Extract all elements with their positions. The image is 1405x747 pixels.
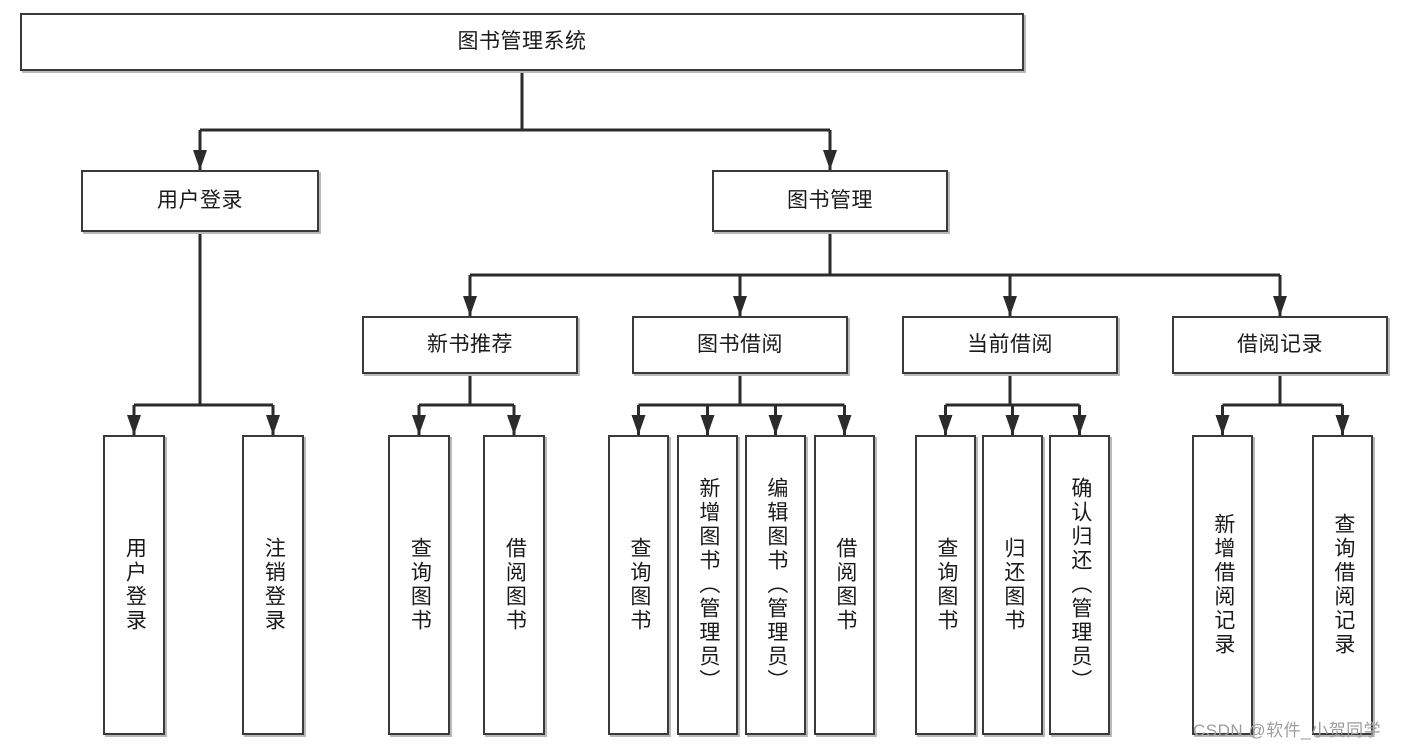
node-label: 归还图书 bbox=[1001, 537, 1025, 633]
node-leaf-query-book-1[interactable]: 查询图书 bbox=[388, 435, 450, 735]
node-leaf-edit-book[interactable]: 编辑图书（管理员） bbox=[745, 435, 806, 735]
node-label: 图书管理系统 bbox=[457, 29, 587, 53]
node-label: 借阅图书 bbox=[503, 537, 527, 633]
node-label: 查询图书 bbox=[408, 537, 432, 633]
node-label: 用户登录 bbox=[123, 537, 147, 633]
node-leaf-logout[interactable]: 注销登录 bbox=[242, 435, 304, 735]
node-root[interactable]: 图书管理系统 bbox=[20, 13, 1024, 71]
node-label: 图书管理 bbox=[787, 188, 873, 212]
node-leaf-user-login[interactable]: 用户登录 bbox=[103, 435, 165, 735]
node-label: 借阅图书 bbox=[833, 537, 857, 633]
node-label: 确认归还（管理员） bbox=[1068, 477, 1092, 693]
node-borrow-record[interactable]: 借阅记录 bbox=[1172, 316, 1388, 374]
node-user-login[interactable]: 用户登录 bbox=[81, 170, 319, 232]
node-leaf-add-book[interactable]: 新增图书（管理员） bbox=[677, 435, 738, 735]
node-label: 新增图书（管理员） bbox=[696, 477, 720, 693]
node-label: 注销登录 bbox=[262, 537, 286, 633]
node-label: 当前借阅 bbox=[967, 332, 1053, 356]
node-leaf-query-book-2[interactable]: 查询图书 bbox=[608, 435, 669, 735]
node-leaf-confirm-return[interactable]: 确认归还（管理员） bbox=[1049, 435, 1110, 735]
node-label: 查询借阅记录 bbox=[1331, 513, 1355, 657]
node-book-management[interactable]: 图书管理 bbox=[712, 170, 948, 232]
node-leaf-borrow-book-1[interactable]: 借阅图书 bbox=[483, 435, 545, 735]
node-leaf-add-record[interactable]: 新增借阅记录 bbox=[1192, 435, 1253, 735]
node-current-borrow[interactable]: 当前借阅 bbox=[902, 316, 1118, 374]
node-label: 图书借阅 bbox=[697, 332, 783, 356]
node-leaf-query-record[interactable]: 查询借阅记录 bbox=[1312, 435, 1373, 735]
node-book-borrow[interactable]: 图书借阅 bbox=[632, 316, 848, 374]
node-label: 编辑图书（管理员） bbox=[764, 477, 788, 693]
node-leaf-query-book-3[interactable]: 查询图书 bbox=[915, 435, 976, 735]
node-label: 用户登录 bbox=[157, 188, 243, 212]
node-leaf-borrow-book-2[interactable]: 借阅图书 bbox=[814, 435, 875, 735]
node-label: 查询图书 bbox=[934, 537, 958, 633]
watermark: CSDN @软件_小贺同学 bbox=[1193, 721, 1382, 740]
node-label: 借阅记录 bbox=[1237, 332, 1323, 356]
node-label: 查询图书 bbox=[627, 537, 651, 633]
node-label: 新增借阅记录 bbox=[1211, 513, 1235, 657]
node-new-book-recommend[interactable]: 新书推荐 bbox=[362, 316, 578, 374]
node-leaf-return-book[interactable]: 归还图书 bbox=[982, 435, 1043, 735]
node-label: 新书推荐 bbox=[427, 332, 513, 356]
